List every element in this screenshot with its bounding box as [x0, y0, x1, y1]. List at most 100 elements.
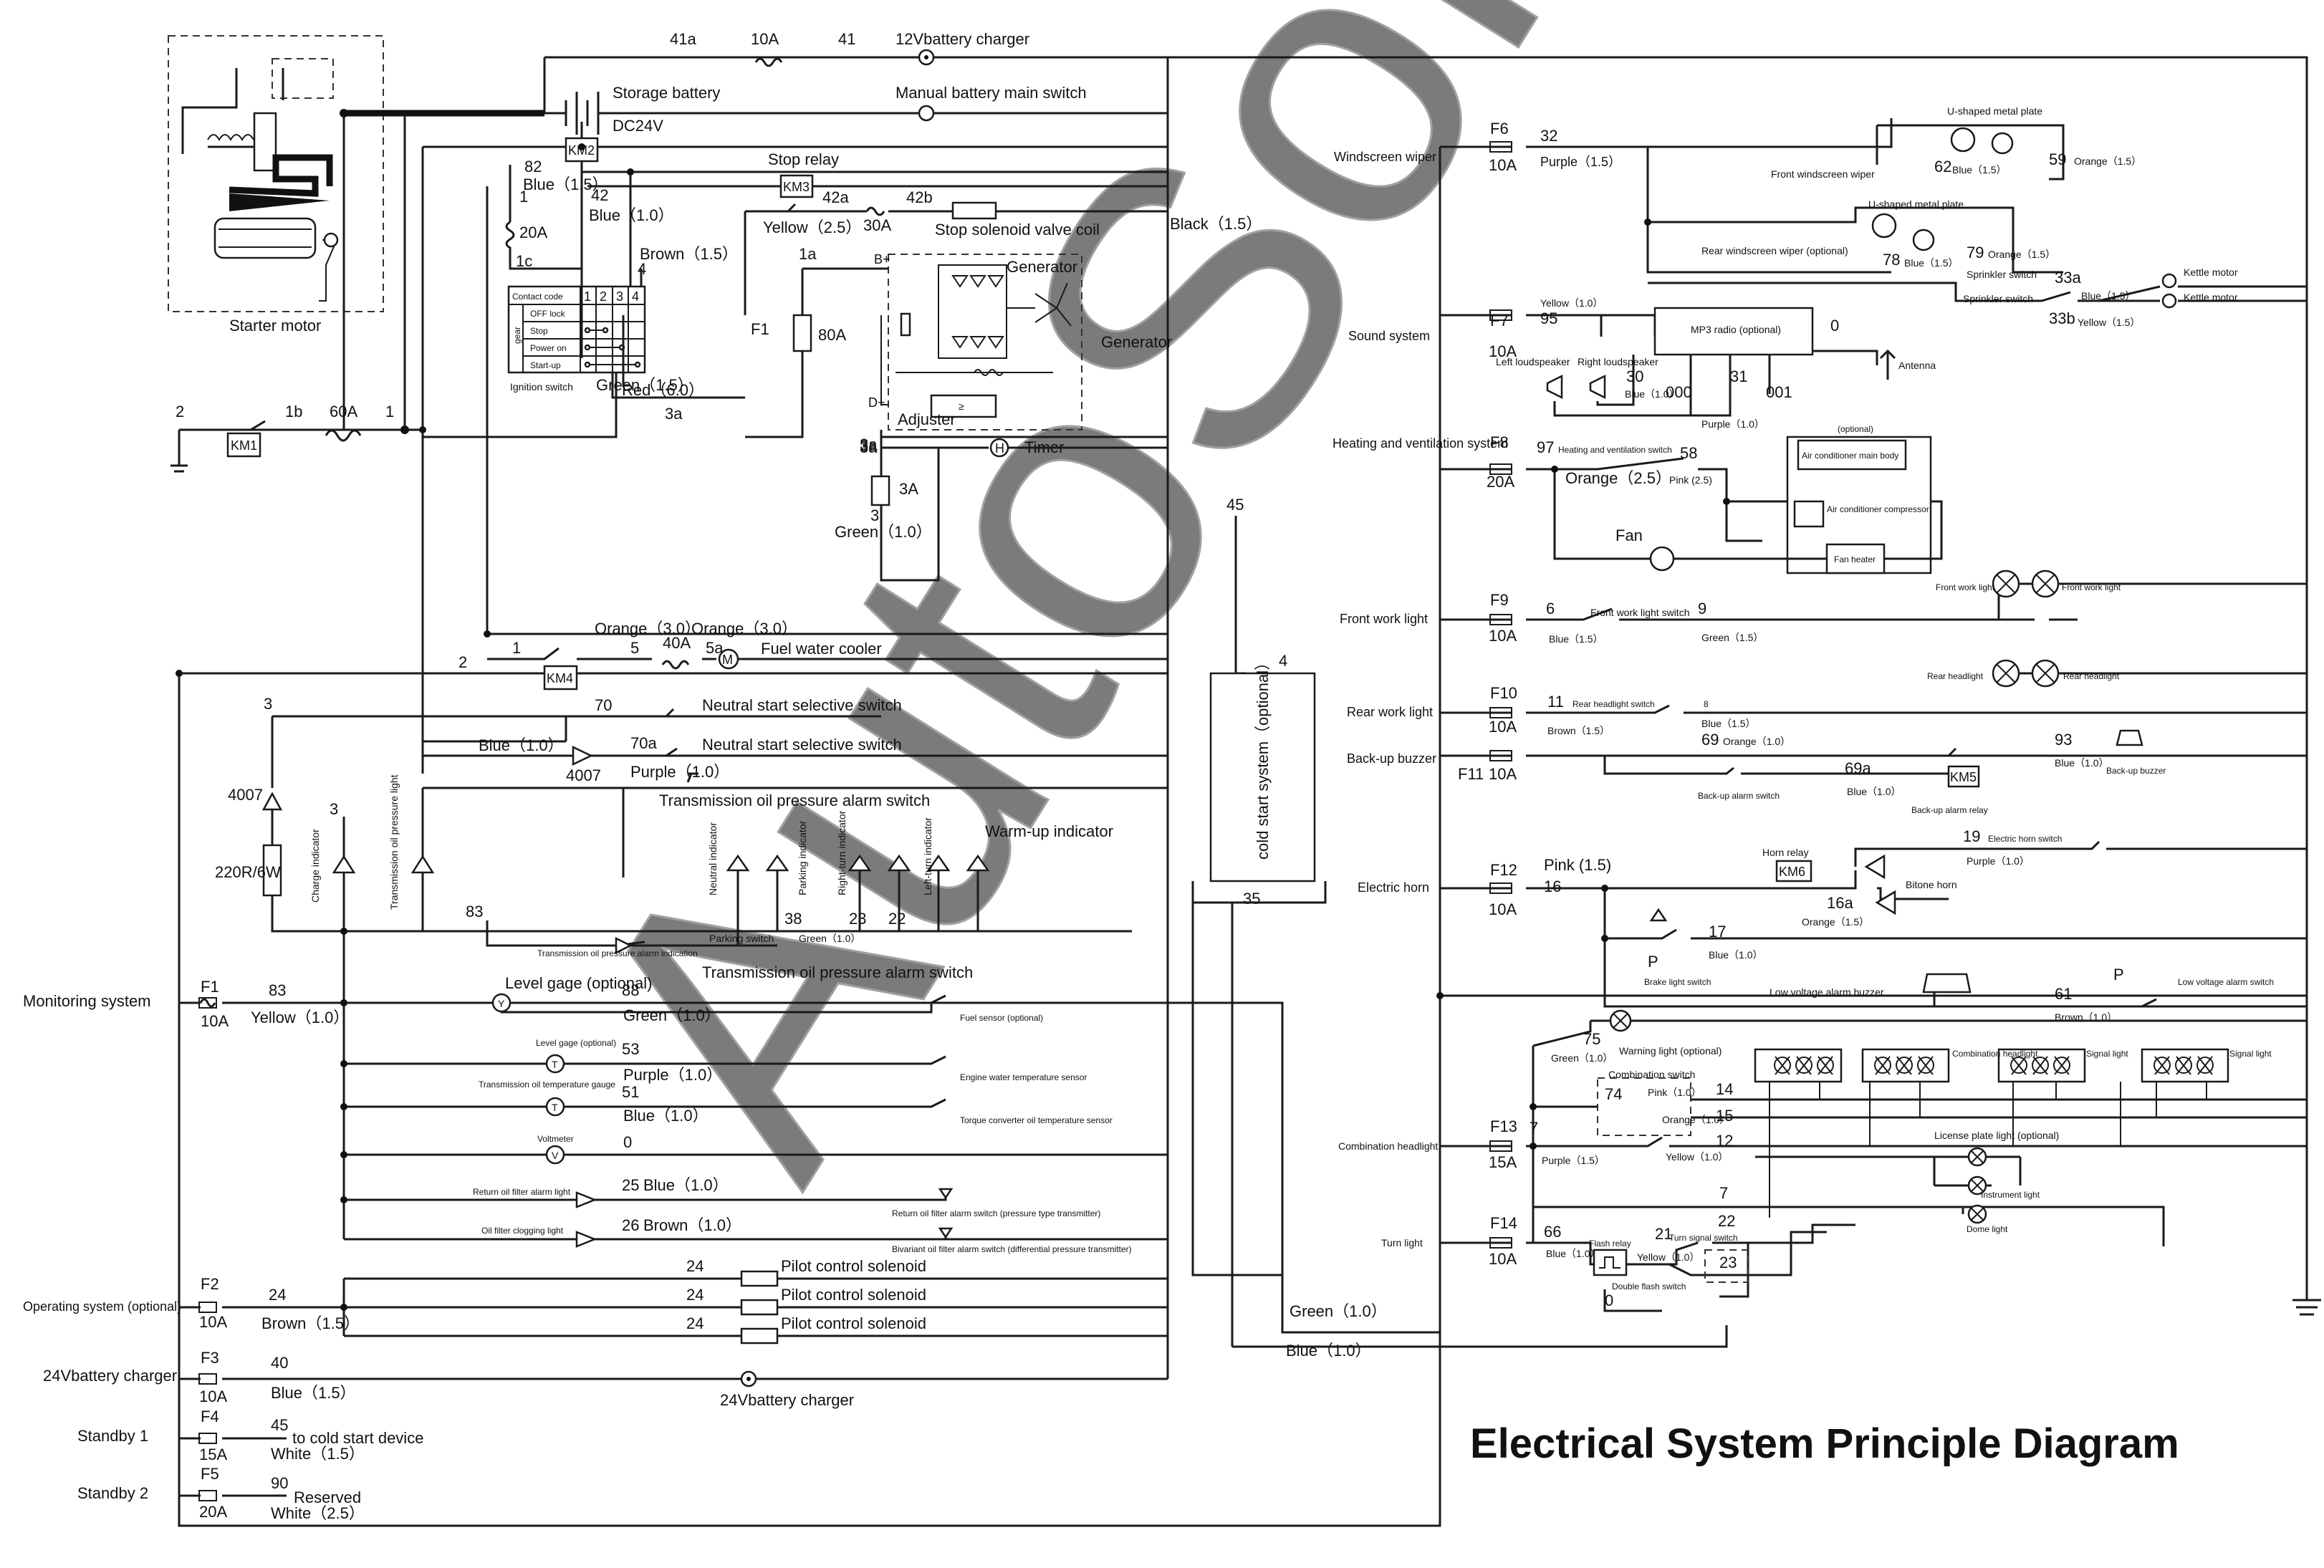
- svg-text:42: 42: [591, 186, 608, 204]
- svg-text:Operating system (optional): Operating system (optional): [23, 1299, 181, 1314]
- svg-text:19: 19: [1963, 827, 1980, 845]
- operating-system: Operating system (optional) F2 10A 24 Br…: [23, 1257, 1168, 1345]
- svg-text:10A: 10A: [199, 1387, 227, 1405]
- svg-text:Instrument light: Instrument light: [1981, 1190, 2040, 1200]
- svg-text:Kettle motor: Kettle motor: [2184, 292, 2238, 303]
- fuse-f11: [1489, 750, 1512, 761]
- svg-text:Level gage (optional): Level gage (optional): [536, 1038, 616, 1048]
- svg-text:10A: 10A: [1489, 627, 1517, 645]
- return-filter-led: [575, 1191, 597, 1208]
- svg-text:10A: 10A: [1489, 1250, 1517, 1268]
- svg-text:White（1.5）: White（1.5）: [271, 1445, 365, 1463]
- svg-text:Air conditioner compressor: Air conditioner compressor: [1827, 504, 1929, 514]
- svg-text:Warning light (optional): Warning light (optional): [1619, 1045, 1722, 1057]
- svg-text:Brown（1.5）: Brown（1.5）: [1547, 725, 1610, 736]
- svg-text:Left-turn indicator: Left-turn indicator: [922, 817, 933, 895]
- rear-wiper-cam: [1912, 229, 1935, 251]
- km3-relay: [779, 174, 814, 198]
- starter-motor-label: Starter motor: [229, 317, 321, 335]
- svg-text:1: 1: [584, 289, 591, 304]
- svg-text:23: 23: [849, 910, 866, 928]
- svg-text:93: 93: [2055, 731, 2072, 749]
- svg-text:F1: F1: [751, 320, 769, 338]
- adjuster-symbol: ≥: [959, 400, 964, 412]
- svg-text:Heating and ventilation switch: Heating and ventilation switch: [1558, 445, 1672, 455]
- svg-text:1c: 1c: [516, 252, 532, 270]
- kettle-motor-1-icon: [2161, 273, 2177, 289]
- compressor-icon: [1793, 500, 1825, 528]
- svg-text:to cold start device: to cold start device: [292, 1429, 423, 1447]
- pilot-solenoid-2: [740, 1299, 779, 1316]
- svg-text:Level gage (optional): Level gage (optional): [505, 974, 652, 992]
- front-work-light-2: [2031, 569, 2060, 598]
- fuse-f6: [1489, 141, 1512, 153]
- fuse-f4: [198, 1433, 217, 1444]
- ignition-header: Contact code: [512, 292, 563, 302]
- svg-text:25: 25: [622, 1176, 639, 1194]
- svg-text:Green（1.0）: Green（1.0）: [1551, 1052, 1613, 1064]
- fuse-f2: [198, 1302, 217, 1313]
- svg-text:69: 69: [1701, 731, 1719, 749]
- svg-text:F12: F12: [1490, 861, 1517, 879]
- svg-text:Warm-up indicator: Warm-up indicator: [985, 822, 1113, 840]
- svg-text:M: M: [722, 653, 733, 667]
- svg-text:88: 88: [622, 981, 639, 999]
- svg-text:Purple（1.0）: Purple（1.0）: [630, 763, 729, 781]
- backup-buzzer-icon: [2116, 729, 2143, 746]
- flash-relay: [1593, 1249, 1628, 1276]
- starter-gear-icon: [229, 193, 330, 211]
- svg-text:Orange（1.5）: Orange（1.5）: [1988, 249, 2055, 260]
- svg-text:7: 7: [1719, 1184, 1728, 1202]
- storage-battery: [544, 92, 924, 135]
- svg-text:42b: 42b: [906, 188, 933, 206]
- svg-text:cold start system（optional）: cold start system（optional）: [1254, 655, 1272, 860]
- svg-text:21: 21: [1655, 1225, 1672, 1243]
- svg-text:80A: 80A: [818, 326, 846, 344]
- svg-text:40A: 40A: [663, 634, 691, 652]
- svg-text:Blue（1.0）: Blue（1.0）: [1286, 1342, 1371, 1360]
- fuse-f3: [198, 1373, 217, 1385]
- svg-text:42a: 42a: [822, 188, 849, 206]
- svg-text:Yellow（1.0）: Yellow（1.0）: [1666, 1151, 1728, 1163]
- svg-text:3a: 3a: [665, 405, 683, 423]
- fuse-f9: [1489, 614, 1512, 625]
- svg-text:Signal light: Signal light: [2086, 1049, 2128, 1059]
- svg-text:20A: 20A: [199, 1503, 227, 1521]
- fuse-3a: [870, 475, 890, 506]
- svg-text:3: 3: [870, 506, 879, 524]
- front-wiper-motor: [1950, 127, 1976, 153]
- rectifier-bridge: [938, 264, 1007, 359]
- svg-text:79: 79: [1967, 244, 1984, 261]
- svg-text:Front windscreen wiper: Front windscreen wiper: [1771, 168, 1875, 180]
- svg-text:Brown（1.0）: Brown（1.0）: [643, 1216, 741, 1234]
- fuse-f5: [198, 1490, 217, 1501]
- svg-text:Pink (2.5): Pink (2.5): [1669, 474, 1712, 486]
- svg-text:24: 24: [686, 1286, 704, 1304]
- fuse-f8: [1489, 463, 1512, 475]
- svg-text:24: 24: [686, 1314, 704, 1332]
- clogging-led: [575, 1231, 597, 1248]
- oil-pressure-led: [410, 855, 435, 874]
- svg-text:H: H: [995, 441, 1004, 456]
- svg-text:Pink（1.0）: Pink（1.0）: [1648, 1087, 1701, 1098]
- svg-text:10A: 10A: [1489, 900, 1517, 918]
- svg-text:2: 2: [458, 653, 467, 671]
- work-lights: Front work light F9 10A 6 Front work lig…: [1340, 569, 2307, 749]
- svg-text:Voltmeter: Voltmeter: [537, 1134, 574, 1144]
- svg-text:Blue（1.0）: Blue（1.0）: [1546, 1248, 1600, 1259]
- svg-text:31: 31: [1730, 367, 1747, 385]
- pilot-solenoid-1: [740, 1270, 779, 1287]
- svg-text:Green（1.0）: Green（1.0）: [799, 933, 860, 944]
- svg-text:5a: 5a: [706, 639, 724, 657]
- svg-text:Return oil filter alarm switch: Return oil filter alarm switch (pressure…: [892, 1208, 1100, 1218]
- parking-indicator-led: [765, 854, 789, 872]
- turn-circuit: Turn light F14 10A 66 Blue（1.0） Flash re…: [1381, 1212, 1855, 1312]
- svg-text:12Vbattery charger: 12Vbattery charger: [895, 30, 1029, 48]
- svg-text:F5: F5: [201, 1465, 219, 1483]
- svg-text:70a: 70a: [630, 734, 657, 752]
- svg-text:Green（1.5）: Green（1.5）: [596, 376, 693, 394]
- svg-text:White（2.5）: White（2.5）: [271, 1504, 365, 1522]
- horn-circuit: Electric horn F12 10A Pink (1.5) 16 Horn…: [1358, 827, 2307, 1023]
- svg-text:F9: F9: [1490, 591, 1509, 609]
